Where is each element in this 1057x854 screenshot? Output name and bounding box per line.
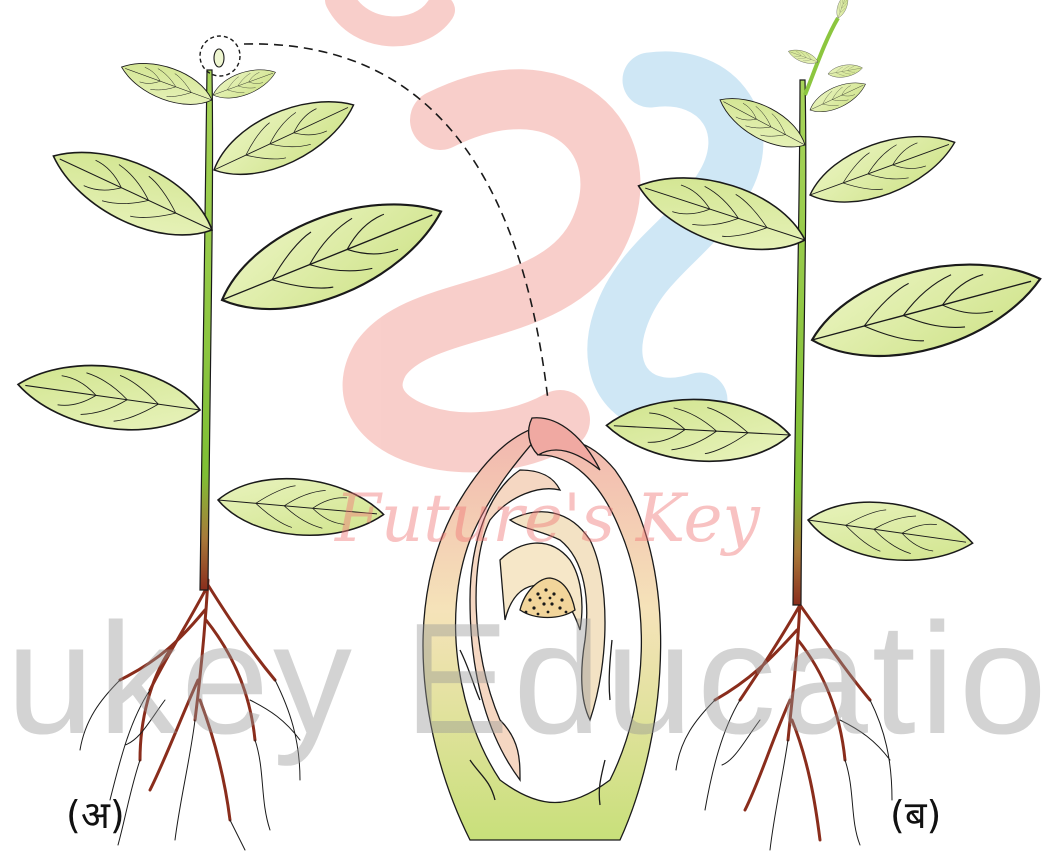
plant-b-leaf xyxy=(804,492,976,570)
plant-a-leaf xyxy=(116,52,217,115)
label-plant-a: (अ) xyxy=(66,788,125,840)
plant-a-leaf xyxy=(41,130,224,257)
plant-a-leaf xyxy=(209,62,279,106)
plant-b-leaf xyxy=(801,118,963,219)
plant-b-leaf xyxy=(827,62,864,80)
plant-b-leaf xyxy=(802,241,1051,378)
plant-b-leaf xyxy=(834,0,851,20)
watermark-brand-text: ukey Educatio xyxy=(0,600,1057,758)
label-plant-b: (ब) xyxy=(890,788,941,840)
plant-b-leaf xyxy=(806,75,870,119)
shoot-apex-bud xyxy=(214,49,224,67)
plant-b-stem xyxy=(793,80,806,605)
watermark-script-text: Future's Key xyxy=(335,480,760,557)
plant-a-leaf xyxy=(14,354,205,440)
plant-a-stem xyxy=(200,70,213,590)
plant-b-leaf xyxy=(787,46,820,67)
